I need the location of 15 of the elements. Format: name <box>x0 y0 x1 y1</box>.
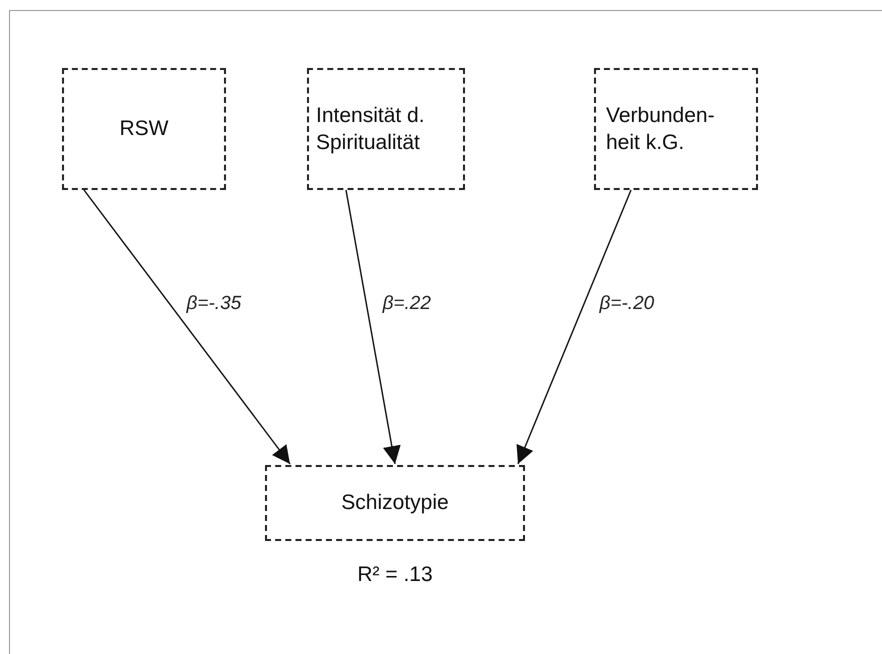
arrow <box>83 190 291 464</box>
arrow <box>345 190 401 464</box>
node-label: RSW <box>120 116 168 142</box>
edge-label: β=.22 <box>380 293 433 316</box>
dashed-box <box>594 68 758 190</box>
edge-label: β=-.20 <box>598 293 656 316</box>
dashed-box <box>307 68 465 190</box>
node-label: Intensität d. Spiritualität <box>316 102 426 156</box>
edge-label: β=-.35 <box>184 293 244 316</box>
dashed-box <box>265 465 525 541</box>
node-label: Schizotypie <box>341 490 449 516</box>
dashed-box <box>62 68 226 190</box>
node-label: Verbunden- heit k.G. <box>606 102 716 156</box>
arrow <box>516 190 632 464</box>
r-squared-label: R² = .13 <box>357 563 433 587</box>
